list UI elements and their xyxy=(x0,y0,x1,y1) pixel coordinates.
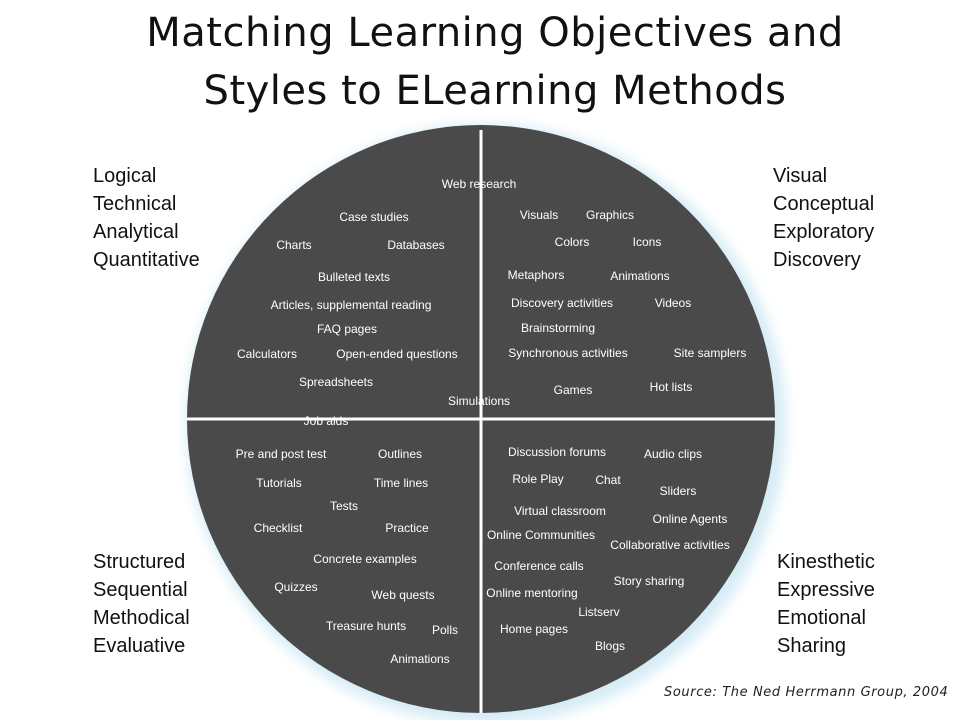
term-discussion-forums: Discussion forums xyxy=(507,445,607,459)
term-calculators: Calculators xyxy=(236,347,298,361)
term-brainstorming: Brainstorming xyxy=(520,321,596,335)
term-colors: Colors xyxy=(554,235,590,249)
term-listserv: Listserv xyxy=(578,605,620,619)
quadrant-label-top-left: Logical Technical Analytical Quantitativ… xyxy=(93,162,200,274)
term-job-aids: Job aids xyxy=(303,414,349,428)
term-chat: Chat xyxy=(595,473,621,487)
term-animations-tr: Animations xyxy=(610,269,670,283)
term-case-studies: Case studies xyxy=(339,210,409,224)
term-role-play: Role Play xyxy=(512,472,564,486)
label-line: Technical xyxy=(93,193,177,215)
term-practice: Practice xyxy=(385,521,429,535)
term-blogs: Blogs xyxy=(594,639,626,653)
term-tests: Tests xyxy=(329,499,359,513)
term-online-agents: Online Agents xyxy=(652,512,728,526)
title-line-1: Matching Learning Objectives and xyxy=(146,10,844,56)
term-simulations: Simulations xyxy=(447,394,511,408)
term-hot-lists: Hot lists xyxy=(649,380,693,394)
label-line: Kinesthetic xyxy=(777,551,875,573)
term-tutorials: Tutorials xyxy=(256,476,302,490)
label-line: Evaluative xyxy=(93,635,186,657)
label-line: Visual xyxy=(773,165,828,187)
term-online-communities: Online Communities xyxy=(486,528,596,542)
term-open-ended-questions: Open-ended questions xyxy=(336,347,458,361)
term-videos: Videos xyxy=(654,296,692,310)
label-line: Methodical xyxy=(93,607,190,629)
label-line: Quantitative xyxy=(93,249,200,271)
label-line: Sequential xyxy=(93,579,188,601)
term-virtual-classroom: Virtual classroom xyxy=(514,504,606,518)
label-line: Structured xyxy=(93,551,186,573)
term-articles: Articles, supplemental reading xyxy=(270,298,432,312)
title-line-2: Styles to ELearning Methods xyxy=(203,68,787,114)
term-games: Games xyxy=(553,383,593,397)
term-synchronous-activities: Synchronous activities xyxy=(508,346,628,360)
label-line: Discovery xyxy=(773,249,861,271)
quadrant-label-top-right: Visual Conceptual Exploratory Discovery xyxy=(773,162,874,274)
term-spreadsheets: Spreadsheets xyxy=(298,375,374,389)
term-faq-pages: FAQ pages xyxy=(316,322,378,336)
label-line: Logical xyxy=(93,165,157,187)
term-quizzes: Quizzes xyxy=(274,580,318,594)
label-line: Exploratory xyxy=(773,221,875,243)
term-graphics: Graphics xyxy=(585,208,635,222)
term-treasure-hunts: Treasure hunts xyxy=(325,619,407,633)
term-discovery-activities: Discovery activities xyxy=(510,296,614,310)
source-citation: Source: The Ned Herrmann Group, 2004 xyxy=(664,685,949,700)
term-polls: Polls xyxy=(431,623,459,637)
term-visuals: Visuals xyxy=(519,208,559,222)
term-sliders: Sliders xyxy=(659,484,697,498)
term-story-sharing: Story sharing xyxy=(613,574,685,588)
term-databases: Databases xyxy=(387,238,445,252)
label-line: Analytical xyxy=(93,221,179,243)
term-web-quests: Web quests xyxy=(371,588,435,602)
term-online-mentoring: Online mentoring xyxy=(486,586,578,600)
slide-title: Matching Learning Objectives and Styles … xyxy=(0,4,960,120)
quadrant-label-bottom-right: Kinesthetic Expressive Emotional Sharing xyxy=(777,548,875,660)
term-checklist: Checklist xyxy=(253,521,303,535)
term-charts: Charts xyxy=(276,238,312,252)
label-line: Emotional xyxy=(777,607,866,629)
label-line: Conceptual xyxy=(773,193,875,215)
label-line: Expressive xyxy=(777,579,875,601)
term-home-pages: Home pages xyxy=(499,622,569,636)
term-web-research: Web research xyxy=(441,177,517,191)
term-time-lines: Time lines xyxy=(373,476,429,490)
term-audio-clips: Audio clips xyxy=(643,447,703,461)
term-conference-calls: Conference calls xyxy=(494,559,584,573)
term-metaphors: Metaphors xyxy=(507,268,565,282)
quadrant-label-bottom-left: Structured Sequential Methodical Evaluat… xyxy=(93,548,190,660)
term-icons: Icons xyxy=(632,235,662,249)
term-pre-and-post-test: Pre and post test xyxy=(235,447,327,461)
term-site-samplers: Site samplers xyxy=(673,346,747,360)
term-concrete-examples: Concrete examples xyxy=(313,552,417,566)
term-animations-bl: Animations xyxy=(390,652,450,666)
term-collaborative-activities: Collaborative activities xyxy=(610,538,730,552)
term-bulleted-texts: Bulleted texts xyxy=(317,270,391,284)
label-line: Sharing xyxy=(777,635,846,657)
term-outlines: Outlines xyxy=(377,447,423,461)
